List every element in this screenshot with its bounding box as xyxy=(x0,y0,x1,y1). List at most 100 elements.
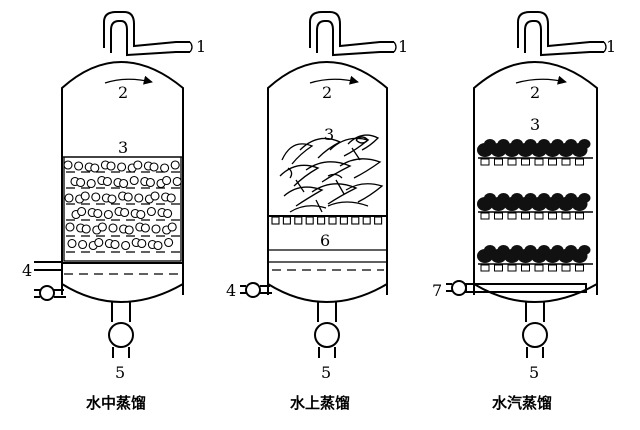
pellet xyxy=(91,192,101,202)
shelf-cell xyxy=(507,264,517,272)
pellet xyxy=(93,208,103,219)
label-vapor: 2 xyxy=(118,83,128,102)
shelf-cell xyxy=(575,158,584,166)
pellet xyxy=(129,175,139,186)
shelf-cell xyxy=(507,212,517,220)
shelf-cell xyxy=(521,158,530,166)
pellet xyxy=(76,177,86,188)
pellet xyxy=(67,238,77,249)
shelf-cell xyxy=(507,158,517,166)
shelf-cell xyxy=(534,212,544,220)
shelf-cell xyxy=(548,264,557,272)
grid-cell xyxy=(362,216,371,225)
label-drain: 5 xyxy=(529,363,539,382)
pellet xyxy=(64,193,74,203)
pellet xyxy=(150,191,160,201)
label-drain: 5 xyxy=(321,363,331,382)
grid-cell xyxy=(374,216,383,225)
steam-valve xyxy=(451,280,467,296)
vapor-outlet-pipe xyxy=(103,11,190,48)
vapor-arrow xyxy=(104,75,153,85)
pellet xyxy=(65,222,75,232)
drain-valve xyxy=(522,322,548,348)
vessel-body xyxy=(473,61,598,295)
pellet xyxy=(106,161,116,171)
pellet xyxy=(86,178,96,189)
herb-material xyxy=(279,134,384,213)
label-outlet: 1 xyxy=(606,37,616,56)
shelf-cell xyxy=(548,212,557,220)
shelf-cell xyxy=(575,212,584,220)
shelf-cell xyxy=(534,158,544,166)
vapor-arrow xyxy=(515,75,567,85)
shelf-cell xyxy=(494,212,503,220)
caption-steam-distillation: 水汽蒸馏 xyxy=(492,394,552,412)
pellet xyxy=(117,162,127,172)
pellet xyxy=(63,160,73,170)
water-inlet-pipe xyxy=(34,261,62,271)
shelf-cell xyxy=(575,264,584,272)
label-material: 3 xyxy=(530,115,540,134)
label-steam: 7 xyxy=(432,281,442,300)
vessel-bottom xyxy=(61,283,184,303)
vessel-water-distillation: 1 2 3 4 5 水中蒸馏 xyxy=(22,11,206,412)
label-vapor: 2 xyxy=(530,83,540,102)
shelf-cell xyxy=(521,264,530,272)
shelf-cell xyxy=(480,212,490,220)
label-inlet: 4 xyxy=(22,261,32,280)
pellet xyxy=(164,237,174,248)
shelf-cell xyxy=(548,158,557,166)
grid-cell xyxy=(282,216,291,225)
drain-valve xyxy=(108,322,134,348)
pellet xyxy=(151,224,161,234)
pellet xyxy=(81,224,91,234)
shelf-cell xyxy=(480,264,490,272)
grid-cell xyxy=(305,216,314,225)
caption-water-distillation: 水中蒸馏 xyxy=(86,394,146,412)
pellet xyxy=(103,209,113,220)
pellet xyxy=(80,191,90,201)
vapor-outlet-pipe xyxy=(517,11,604,48)
pellet xyxy=(160,163,170,173)
inlet-valve xyxy=(245,282,261,298)
label-material: 3 xyxy=(324,125,334,144)
label-vapor: 2 xyxy=(322,83,332,102)
pellet xyxy=(137,238,147,249)
vessel-bottom xyxy=(267,283,388,303)
caption-water-steam-distillation: 水上蒸馏 xyxy=(290,394,350,412)
label-inlet: 4 xyxy=(226,281,236,300)
shelf-cell xyxy=(521,212,530,220)
material-lump xyxy=(578,139,591,149)
pellet xyxy=(123,192,133,202)
label-drain: 5 xyxy=(115,363,125,382)
pellet xyxy=(146,206,156,217)
pellet xyxy=(119,178,129,189)
vapor-arrow xyxy=(309,75,359,85)
pellet xyxy=(170,160,180,170)
shelf-cell xyxy=(494,264,503,272)
pellet xyxy=(110,239,120,250)
pellet xyxy=(145,177,155,188)
grid-cell xyxy=(328,216,337,225)
shelf-cell xyxy=(561,212,571,220)
pellet xyxy=(108,223,118,233)
label-outlet: 1 xyxy=(196,37,206,56)
pellet xyxy=(140,223,150,233)
inlet-valve xyxy=(39,285,55,301)
material-lump xyxy=(578,193,591,203)
label-outlet: 1 xyxy=(398,37,408,56)
shelf-cell xyxy=(480,158,490,166)
pellet xyxy=(133,160,143,170)
pellet xyxy=(153,240,163,251)
pellet xyxy=(167,222,177,232)
vessel-body xyxy=(61,61,184,295)
pellet xyxy=(136,209,146,220)
pellet xyxy=(74,161,84,171)
pellet xyxy=(172,176,182,187)
pellet xyxy=(90,163,100,173)
pellet xyxy=(121,240,131,251)
material-lump xyxy=(578,245,591,255)
grid-cell xyxy=(351,216,360,225)
pellet xyxy=(102,176,112,187)
